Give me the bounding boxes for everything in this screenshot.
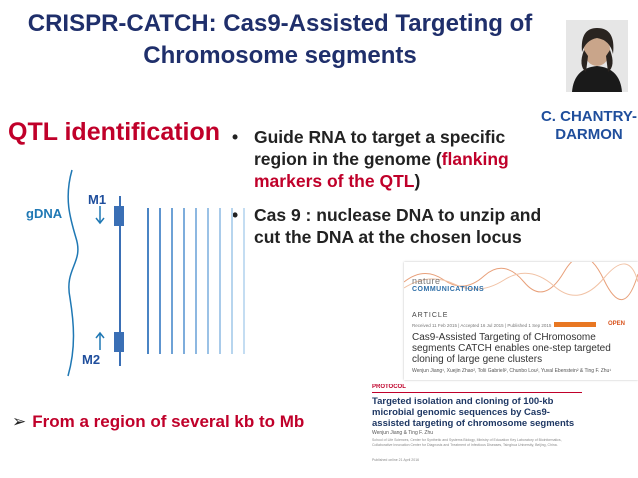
bullet-marker: • (232, 127, 239, 147)
bullet-guide-rna-part2: ) (414, 171, 421, 191)
paper-protocol: PROTOCOL Targeted isolation and cloning … (372, 384, 582, 470)
paper2-authors: Wenjun Jiang & Ting F. Zhu (372, 430, 434, 436)
bullet-cas9-text: Cas 9 : nuclease DNA to unzip and cut th… (254, 205, 542, 247)
protocol-label: PROTOCOL (372, 384, 406, 390)
journal-subname: COMMUNICATIONS (412, 286, 485, 293)
paper-nature-communications: nature COMMUNICATIONS ARTICLE Received 1… (404, 262, 638, 380)
article-label: ARTICLE (412, 312, 449, 319)
conclusion: ➢ From a region of several kb to Mb (12, 412, 304, 432)
m2-label: M2 (82, 352, 101, 367)
author-name-line1: C. CHANTRY- (540, 108, 638, 125)
protocol-divider (372, 392, 582, 393)
author-name: C. CHANTRY- DARMON (540, 108, 638, 144)
marker-m1 (114, 206, 124, 226)
m1-arrow (95, 206, 105, 225)
m1-label: M1 (88, 192, 107, 207)
paper1-title: Cas9-Assisted Targeting of CHromosome se… (412, 332, 611, 365)
open-access-badge: OPEN (608, 321, 626, 327)
gdna-label: gDNA (26, 206, 63, 221)
bullet-guide-rna: • Guide RNA to target a specific region … (232, 126, 552, 192)
article-tag (554, 322, 596, 327)
qtl-heading: QTL identification (8, 118, 221, 146)
paper2-affiliation: School of Life Sciences, Center for Synt… (372, 438, 562, 447)
gdna-curve (67, 169, 79, 377)
journal-name: nature (412, 276, 441, 286)
conclusion-text: From a region of several kb to Mb (32, 412, 305, 431)
paper2-title: Targeted isolation and cloning of 100-kb… (372, 396, 575, 429)
paper1-authors: Wenjun Jiang¹, Xuejin Zhao², Tolii Gabri… (412, 368, 611, 374)
arrow-bullet-icon: ➢ (12, 412, 27, 431)
dna-diagram (67, 169, 245, 377)
slide-title: CRISPR-CATCH: Cas9-Assisted Targeting of… (20, 8, 540, 72)
bullet-cas9: • Cas 9 : nuclease DNA to unzip and cut … (232, 204, 552, 248)
paper2-published: Published online 21 April 2016 (372, 458, 420, 462)
bullet-guide-rna-part1: Guide RNA to target a specific region in… (254, 127, 506, 169)
author-name-line2: DARMON (555, 126, 623, 143)
fragment-lines (147, 208, 245, 354)
author-photo (566, 20, 628, 92)
bullet-guide-rna-highlight: flanking markers of the QTL (254, 149, 509, 191)
slide-title-line2: Chromosome segments (143, 42, 417, 69)
marker-m2 (114, 332, 124, 352)
m2-arrow (95, 331, 105, 350)
article-meta: Received 11 Feb 2015 | Accepted 16 Jul 2… (412, 323, 552, 328)
slide-title-line1: CRISPR-CATCH: Cas9-Assisted Targeting of (27, 10, 533, 37)
bullet-marker: • (232, 205, 239, 225)
journal-banner (404, 262, 638, 301)
bullet-guide-rna-text: Guide RNA to target a specific region in… (254, 126, 552, 192)
